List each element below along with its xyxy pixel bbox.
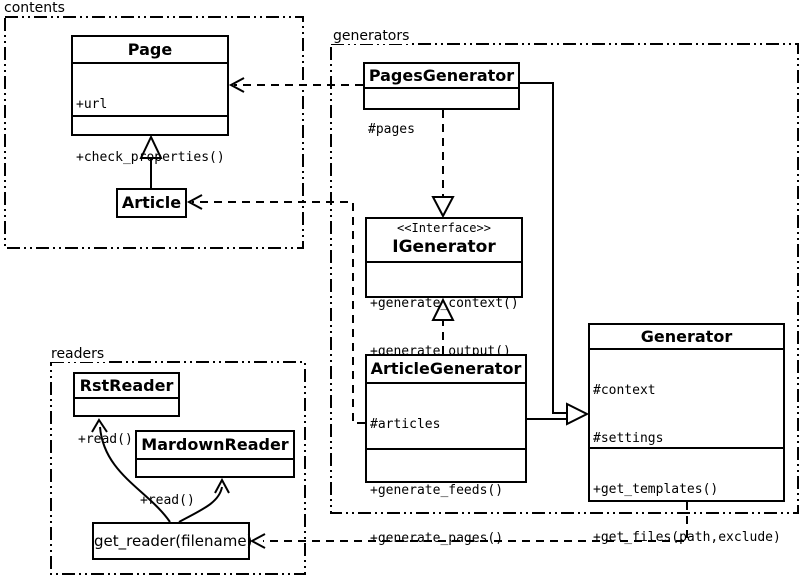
package-border-contents (4, 16, 304, 249)
class-pagesgenerator: PagesGenerator #pages (363, 62, 520, 137)
class-article: Article (116, 188, 187, 218)
class-mardownreader-title: MardownReader (141, 435, 289, 454)
class-articlegenerator: ArticleGenerator #articles #dates #tags … (365, 354, 527, 546)
class-igenerator: <<Interface>> IGenerator +generate_conte… (365, 217, 523, 359)
class-generator-methods: +get_templates() +get_files(path,exclude… (590, 447, 783, 579)
package-border-generators (330, 43, 799, 514)
edge-getreader-to-rstreader (91, 418, 171, 523)
edge-pagesgenerator-depends-page (228, 77, 363, 93)
class-page: Page +url +slug +summary +check_properti… (71, 35, 229, 165)
edge-articlegenerator-implements-igenerator (431, 297, 455, 354)
class-mardownreader-methods: +read() (137, 458, 293, 542)
class-page-title: Page (127, 40, 173, 59)
package-label-generators: generators (331, 28, 412, 44)
class-mardownreader: MardownReader +read() (135, 430, 295, 508)
edge-articlegenerator-extends-generator (527, 402, 590, 426)
edge-generator-depends-getreader (249, 502, 688, 549)
class-generator: Generator #context #settings #path #them… (588, 323, 785, 579)
class-rstreader-title: RstReader (79, 376, 174, 395)
class-articlegenerator-attributes: #articles #dates #tags #categories (367, 382, 525, 448)
class-igenerator-title: IGenerator (392, 237, 496, 257)
class-igenerator-header: <<Interface>> IGenerator (367, 219, 521, 261)
edge-pagesgenerator-implements-igenerator (431, 110, 455, 219)
package-label-contents: contents (2, 0, 67, 16)
class-igenerator-stereotype: <<Interface>> (397, 221, 491, 235)
class-article-title: Article (121, 193, 182, 212)
class-rstreader-methods: +read() (75, 397, 178, 481)
package-border-readers (50, 361, 306, 575)
class-generator-title: Generator (640, 327, 733, 346)
node-get-reader: get_reader(filename) (92, 522, 252, 560)
class-rstreader: RstReader +read() (73, 372, 180, 447)
class-page-methods: +check_properties() (73, 115, 227, 199)
class-generator-attributes: #context #settings #path #theme #output_… (590, 348, 783, 447)
edge-pagesgenerator-extends-generator (520, 82, 567, 414)
class-pagesgenerator-attributes: #pages (365, 87, 518, 171)
class-articlegenerator-methods: +generate_feeds() +generate_pages() (367, 448, 525, 579)
edge-getreader-to-mardownreader (178, 477, 230, 523)
package-label-readers: readers (49, 346, 107, 362)
edge-articlegenerator-depends-article (186, 194, 365, 424)
class-articlegenerator-title: ArticleGenerator (370, 359, 522, 378)
edge-article-extends-page (139, 134, 163, 188)
class-page-attributes: +url +slug +summary (73, 62, 227, 115)
class-pagesgenerator-title: PagesGenerator (368, 66, 515, 85)
